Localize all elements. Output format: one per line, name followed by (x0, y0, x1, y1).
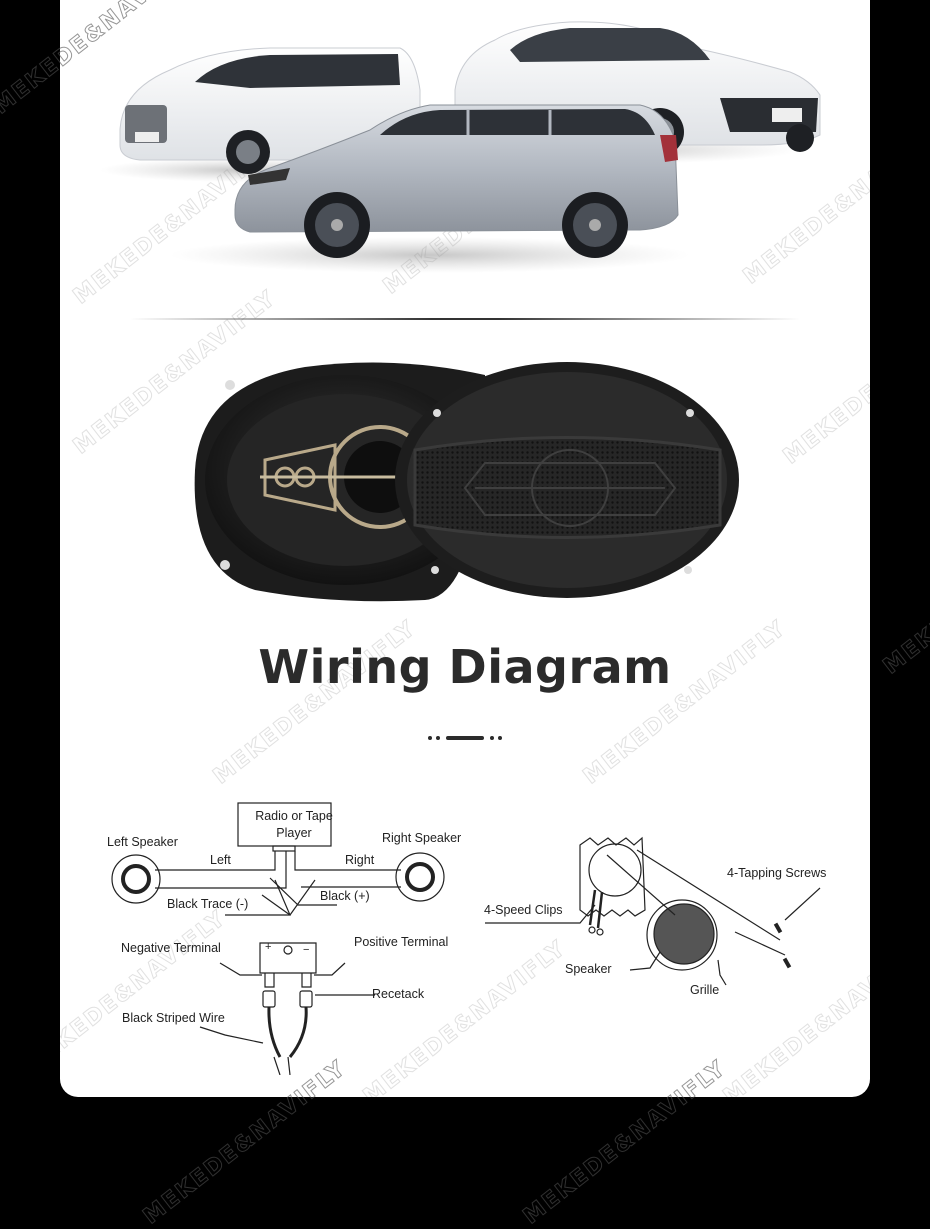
install-diagram (485, 836, 821, 986)
product-card: MEKEDE&NAVIFLY MEKEDE&NAVIFLY MEKEDE&NAV… (60, 0, 870, 1097)
section-title: Wiring Diagram (258, 640, 672, 694)
left-channel-label: Left (210, 853, 231, 867)
watermark: MEKEDE&NAVIFLY (878, 505, 930, 680)
watermark: MEKEDE&NAVIFLY (778, 295, 870, 470)
negative-terminal-label: Negative Terminal (121, 941, 221, 955)
speaker-pair-image (194, 362, 739, 602)
cars-image (100, 21, 821, 273)
black-trace-label: Black Trace (-) (167, 897, 249, 911)
speaker-label: Speaker (565, 962, 612, 976)
white-mpv (119, 47, 421, 174)
title-decoration (428, 735, 504, 741)
head-unit-label: Radio or Tape Player (255, 809, 333, 840)
positive-terminal-label: Positive Terminal (354, 935, 449, 949)
terminal-minus: − (303, 944, 309, 956)
recetack-label: Recetack (372, 987, 425, 1001)
right-channel-label: Right (345, 853, 375, 867)
black-plus-label: Black (+) (320, 889, 370, 903)
grille-label: Grille (690, 983, 720, 997)
speaker-grille (395, 362, 739, 598)
silver-suv (234, 104, 679, 258)
black-striped-wire-label: Black Striped Wire (122, 1011, 225, 1025)
right-speaker-label: Right Speaker (382, 831, 462, 845)
terminal-plus: + (265, 941, 271, 953)
speed-clips-label: 4-Speed Clips (484, 903, 563, 917)
section-divider (130, 318, 800, 320)
left-speaker-label: Left Speaker (107, 835, 178, 849)
wiring-diagram: + − (111, 802, 445, 1075)
tapping-screws-label: 4-Tapping Screws (727, 866, 827, 880)
